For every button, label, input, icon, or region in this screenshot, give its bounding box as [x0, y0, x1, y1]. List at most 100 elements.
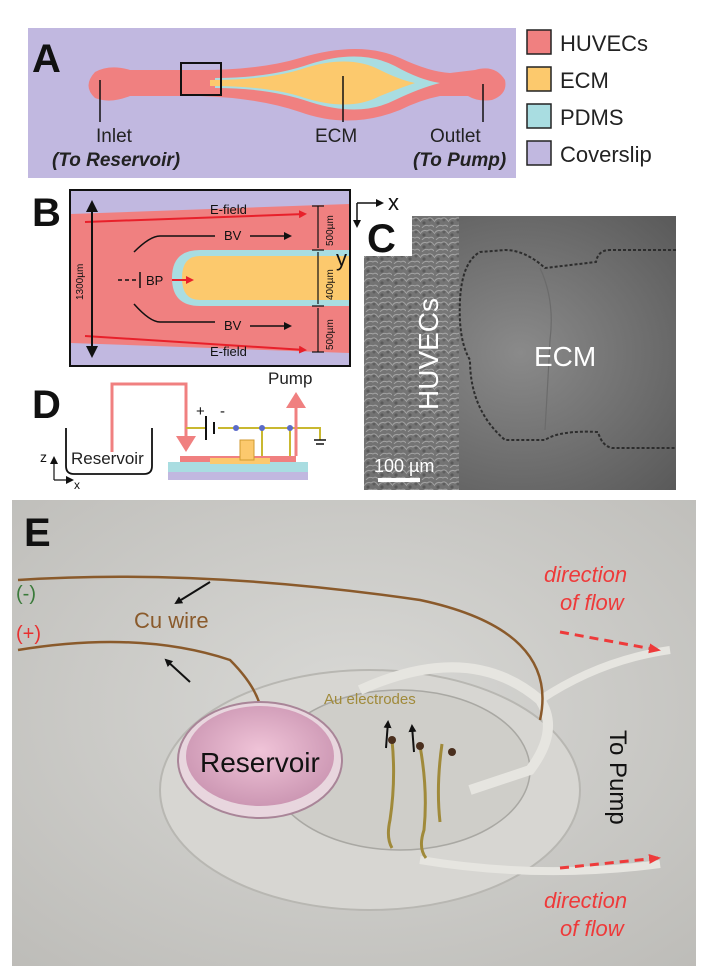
ecm-layer: [210, 458, 270, 464]
circuit-node: [233, 425, 239, 431]
bv-bottom-curve: [133, 303, 215, 323]
circuit-wire: [186, 427, 321, 440]
dim-top-label: 500µm: [325, 215, 336, 246]
au-pointer-1: [383, 720, 392, 749]
legend-item: ECM: [526, 66, 609, 93]
bv-bottom-label: BV: [224, 318, 242, 333]
coverslip-layer: [168, 472, 308, 480]
inlet-note: (To Reservoir): [52, 150, 180, 171]
electrode-joint: [388, 736, 396, 744]
cu-wire-short: [17, 640, 264, 717]
circuit-node: [259, 425, 265, 431]
outlet-tube-lower: [419, 856, 661, 876]
au-electrode: [386, 739, 396, 849]
x-axis-label: x: [388, 190, 399, 215]
flow-top-label-2: of flow: [560, 590, 626, 615]
x-label-small: x: [74, 478, 80, 492]
panel-c: C HUVECs ECM 100 µm: [364, 216, 676, 490]
ecm-inner-edge: [539, 267, 552, 431]
plus-sign: +: [196, 403, 205, 420]
au-electrode: [436, 743, 444, 823]
reservoir-liquid: [186, 706, 334, 806]
pump-arrow: [286, 392, 306, 408]
legend-label: Coverslip: [560, 142, 652, 167]
legend-swatch-ecm: [526, 66, 552, 92]
reservoir-label: Reservoir: [71, 449, 144, 468]
bv-top-curve: [133, 235, 215, 253]
flow-arrow-top: [559, 630, 661, 654]
plus-polarity: (+): [16, 623, 41, 645]
dim-total-arrow-top: [86, 200, 98, 212]
outlet-note: (To Pump): [413, 150, 506, 171]
coverslip-bottom-wedge: [71, 343, 349, 365]
legend-label: PDMS: [560, 105, 624, 130]
flow-arrow-bottom: [559, 853, 661, 870]
ecm-boundary-outline: [458, 248, 676, 449]
legend-swatch-coverslip: [526, 140, 552, 166]
ecm-region: [210, 61, 415, 105]
legend-swatch-pdms: [526, 103, 552, 129]
panel-d: D Reservoir + - Pump z x: [32, 369, 326, 492]
panel-d-letter: D: [32, 383, 61, 427]
legend-item: PDMS: [526, 103, 624, 130]
dim-mid-label: 400µm: [325, 269, 336, 300]
dim-total-arrow-bottom: [86, 346, 98, 358]
axes-indicator: x y: [336, 190, 399, 271]
efield-top-arrow: [84, 210, 307, 223]
scale-bar-label: 100 µm: [374, 456, 434, 476]
cu-wire-label: Cu wire: [134, 608, 209, 633]
outlet-label: Outlet: [430, 126, 481, 147]
efield-bottom-arrow: [84, 335, 307, 354]
panel-a: A Inlet (To Reservoir) ECM Outlet (To Pu…: [28, 28, 516, 178]
ecm-micro-label: ECM: [534, 341, 596, 372]
huvecs-label: HUVECs: [413, 298, 444, 410]
dim-bottom-label: 500µm: [325, 319, 336, 350]
panel-e-letter: E: [24, 511, 51, 555]
legend-label: HUVECs: [560, 31, 648, 56]
legend: HUVECs ECM PDMS Coverslip: [526, 29, 652, 167]
huvec-cell-texture: [364, 216, 459, 490]
circuit-node: [287, 425, 293, 431]
pdms-layer: [168, 462, 308, 472]
minus-sign: -: [220, 403, 225, 420]
flow-top-label-1: direction: [544, 562, 627, 587]
inlet-tubing: [110, 382, 188, 452]
dim-total-label: 1300µm: [75, 264, 86, 300]
zoom-box: [180, 62, 222, 96]
legend-item: Coverslip: [526, 140, 652, 167]
panel-c-letter-bg: [364, 216, 412, 256]
panel-b: B E-field BV BP BV E-field 1300µm 500µm …: [32, 189, 351, 367]
flow-bottom-label-1: direction: [544, 888, 627, 913]
electrode-joint: [416, 742, 424, 750]
efield-top-label: E-field: [210, 202, 247, 217]
to-pump-label: To Pump: [604, 730, 631, 825]
inlet-label: Inlet: [96, 126, 133, 147]
y-axis-label: y: [336, 246, 347, 271]
panel-e: E (-) (+) Cu wire Au electrodes Reservoi…: [12, 500, 696, 966]
ecm-post: [239, 439, 255, 461]
au-pointer-2: [408, 724, 417, 753]
bv-top-label: BV: [224, 228, 242, 243]
pump-label: Pump: [268, 369, 312, 388]
plus-wire-pointer: [164, 658, 191, 683]
reservoir-cup: [65, 428, 153, 475]
minus-wire-pointer: [174, 581, 211, 605]
outlet-tube-upper: [357, 662, 553, 795]
z-label: z: [40, 449, 47, 465]
legend-swatch-huvecs: [526, 29, 552, 55]
cu-wire-long: [17, 575, 544, 721]
panel-a-letter: A: [32, 37, 61, 81]
au-electrode: [418, 745, 428, 859]
ecm-label: ECM: [315, 126, 357, 147]
bp-label: BP: [146, 273, 163, 288]
au-electrodes-label: Au electrodes: [324, 691, 416, 708]
legend-item: HUVECs: [526, 29, 648, 56]
minus-polarity: (-): [16, 583, 36, 605]
legend-label: ECM: [560, 68, 609, 93]
flow-bottom-label-2: of flow: [560, 916, 626, 941]
efield-bottom-label: E-field: [210, 344, 247, 359]
ecm-tongue: [182, 256, 349, 300]
electrode-joint: [448, 748, 456, 756]
coverslip-top-wedge: [71, 191, 349, 214]
